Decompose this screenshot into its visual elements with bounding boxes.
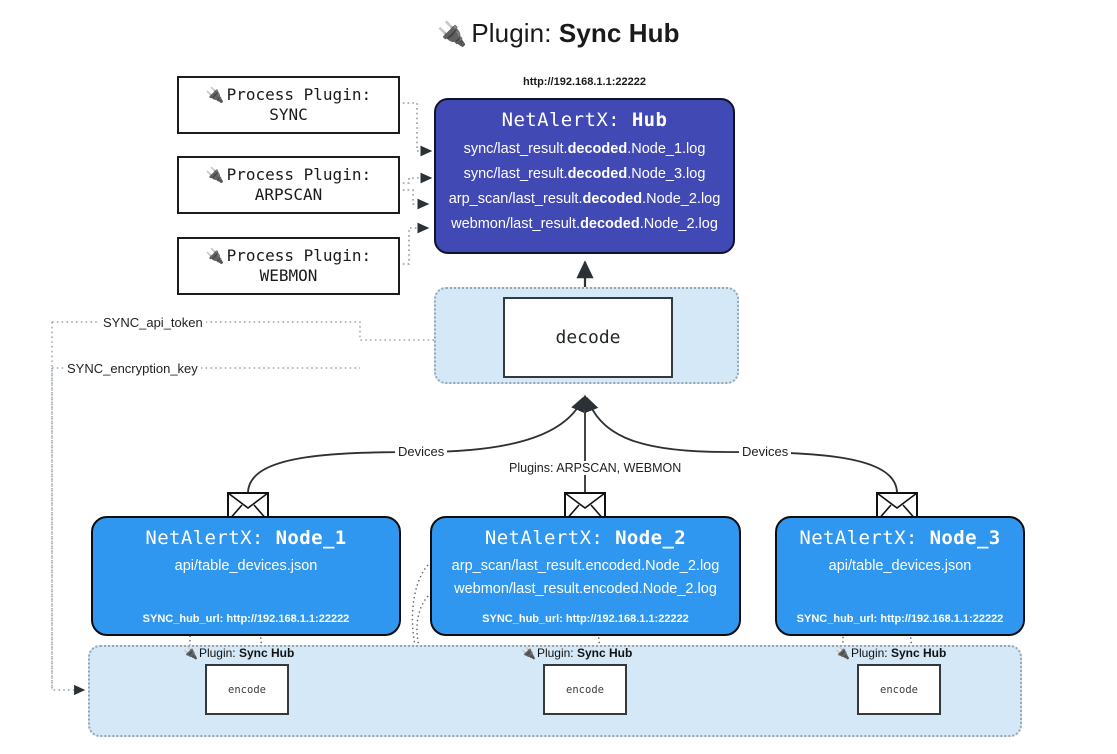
node-3[interactable]: NetAlertX: Node_3 api/table_devices.json… <box>775 516 1025 636</box>
decode-box[interactable]: decode <box>503 297 673 378</box>
plug-icon: 🔌 <box>437 21 468 48</box>
hub-title-prefix: NetAlertX: <box>501 109 632 131</box>
encode-box[interactable]: encode <box>205 664 289 715</box>
page-title-lead: Plugin: <box>471 18 559 48</box>
process-plugin-label: Process Plugin: <box>226 165 372 184</box>
encode-box[interactable]: encode <box>857 664 941 715</box>
node-line: api/table_devices.json <box>828 558 972 574</box>
edge-label-devices-right: Devices <box>739 444 792 459</box>
node-1[interactable]: NetAlertX: Node_1 api/table_devices.json… <box>91 516 401 636</box>
edge-label-devices-left: Devices <box>395 444 448 459</box>
process-plugin-name: SYNC <box>269 105 308 124</box>
hub-log-line: arp_scan/last_result.decoded.Node_2.log <box>448 191 721 207</box>
node-line: arp_scan/last_result.encoded.Node_2.log <box>451 558 720 574</box>
process-plugin-name: WEBMON <box>259 266 318 285</box>
hub-url-label: http://192.168.1.1:22222 <box>523 76 646 88</box>
process-plugin-webmon[interactable]: 🔌Process Plugin: WEBMON <box>177 237 400 295</box>
node-title: NetAlertX: Node_1 <box>145 527 347 549</box>
hub-title: NetAlertX: Hub <box>502 109 668 131</box>
process-plugin-label: Process Plugin: <box>226 85 372 104</box>
node-footer: SYNC_hub_url: http://192.168.1.1:22222 <box>796 613 1004 625</box>
plug-icon: 🔌 <box>521 646 536 660</box>
encoder-plugin-label: 🔌Plugin: Sync Hub <box>521 646 633 660</box>
edge-label-plugins-center: Plugins: ARPSCAN, WEBMON <box>506 461 685 475</box>
edge-label-api-token: SYNC_api_token <box>100 315 206 330</box>
encode-box[interactable]: encode <box>543 664 627 715</box>
plug-icon: 🔌 <box>205 247 225 265</box>
hub-node[interactable]: NetAlertX: Hub sync/last_result.decoded.… <box>434 98 735 254</box>
plug-icon: 🔌 <box>183 646 198 660</box>
node-title: NetAlertX: Node_3 <box>799 527 1001 549</box>
hub-title-name: Hub <box>631 109 668 131</box>
node-footer: SYNC_hub_url: http://192.168.1.1:22222 <box>142 613 350 625</box>
process-plugin-sync[interactable]: 🔌Process Plugin: SYNC <box>177 76 400 134</box>
encoder-plugin-label: 🔌Plugin: Sync Hub <box>183 646 295 660</box>
hub-log-line: sync/last_result.decoded.Node_3.log <box>463 166 706 182</box>
plug-icon: 🔌 <box>205 166 225 184</box>
edge-label-encryption-key: SYNC_encryption_key <box>64 361 201 376</box>
node-line: webmon/last_result.encoded.Node_2.log <box>454 581 717 597</box>
page-title-name: Sync Hub <box>558 18 680 48</box>
encoder-plugin-label: 🔌Plugin: Sync Hub <box>835 646 947 660</box>
page-title: 🔌Plugin: Sync Hub <box>0 18 1117 49</box>
node-2[interactable]: NetAlertX: Node_2 arp_scan/last_result.e… <box>430 516 741 636</box>
process-plugin-label: Process Plugin: <box>226 246 372 265</box>
hub-log-line: webmon/last_result.decoded.Node_2.log <box>451 216 718 232</box>
node-footer: SYNC_hub_url: http://192.168.1.1:22222 <box>482 613 689 625</box>
plug-icon: 🔌 <box>205 86 225 104</box>
process-plugin-name: ARPSCAN <box>254 185 323 204</box>
node-title: NetAlertX: Node_2 <box>484 527 687 549</box>
plug-icon: 🔌 <box>835 646 850 660</box>
hub-log-line: sync/last_result.decoded.Node_1.log <box>463 141 706 157</box>
process-plugin-arpscan[interactable]: 🔌Process Plugin: ARPSCAN <box>177 156 400 214</box>
node-line: api/table_devices.json <box>174 558 318 574</box>
